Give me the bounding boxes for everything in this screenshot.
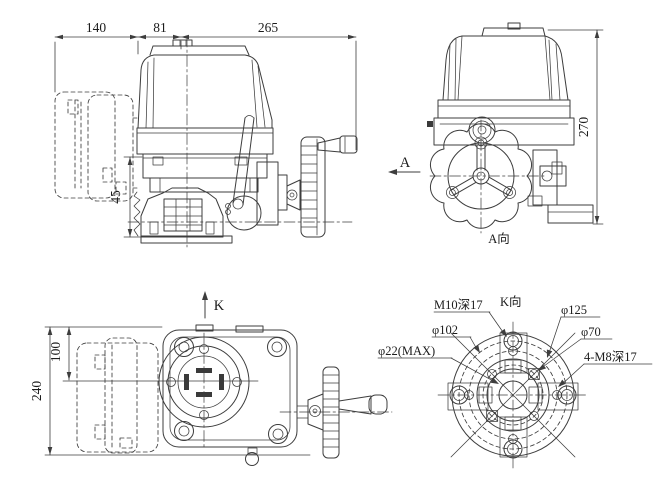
dim-140: 140 [86,20,107,35]
side-handwheel [256,135,358,238]
callout-d22: φ22(MAX) [378,344,435,358]
callout-d70: φ70 [581,325,601,339]
view-label-a: A向 [488,231,510,246]
view-arrow-k: K [202,291,225,319]
callout-d102: φ102 [432,323,458,337]
dim-45-group: 45 [108,156,146,238]
k-view-flange [447,331,579,459]
bottom-dashed-motor-outline [76,337,159,454]
arrow-label-k: K [214,298,225,314]
dim-100: 100 [48,342,63,363]
front-bracket [527,149,594,224]
side-output-connector [140,187,233,244]
k-view-label: K向 [500,294,522,309]
dashed-motor-outline [54,91,141,202]
bottom-view: K 240 100 [29,291,393,466]
bottom-handwheel [279,366,393,459]
view-arrow-a: A [388,155,421,175]
dim-270-group: 270 [547,29,604,225]
dim-240-group: 240 [29,326,311,456]
callout-m10: M10深17 [434,298,483,312]
k-view-centerlines [437,321,589,469]
side-motor-housing [133,39,274,237]
k-view: M10深17 K向 φ125 φ102 φ70 φ22(MAX) 4-M8深17 [377,294,653,469]
side-dimensions: 140 81 265 [54,20,357,151]
arrow-label-a: A [400,155,411,171]
front-view: A A向 270 [388,22,604,246]
front-motor-housing [427,22,575,146]
declutch-lever [225,115,262,231]
dim-81: 81 [153,20,167,35]
bottom-flange [158,332,250,448]
dim-100-group: 100 [48,326,259,382]
callout-d125: φ125 [561,303,587,317]
dim-240: 240 [29,381,44,402]
dim-270: 270 [576,117,591,138]
bottom-housing [162,324,298,466]
k-view-callouts: M10深17 K向 φ125 φ102 φ70 φ22(MAX) 4-M8深17 [377,294,653,387]
side-view: 140 81 265 [54,20,358,248]
dim-45: 45 [108,190,123,204]
dim-265: 265 [258,20,279,35]
callout-m8: 4-M8深17 [584,350,637,364]
